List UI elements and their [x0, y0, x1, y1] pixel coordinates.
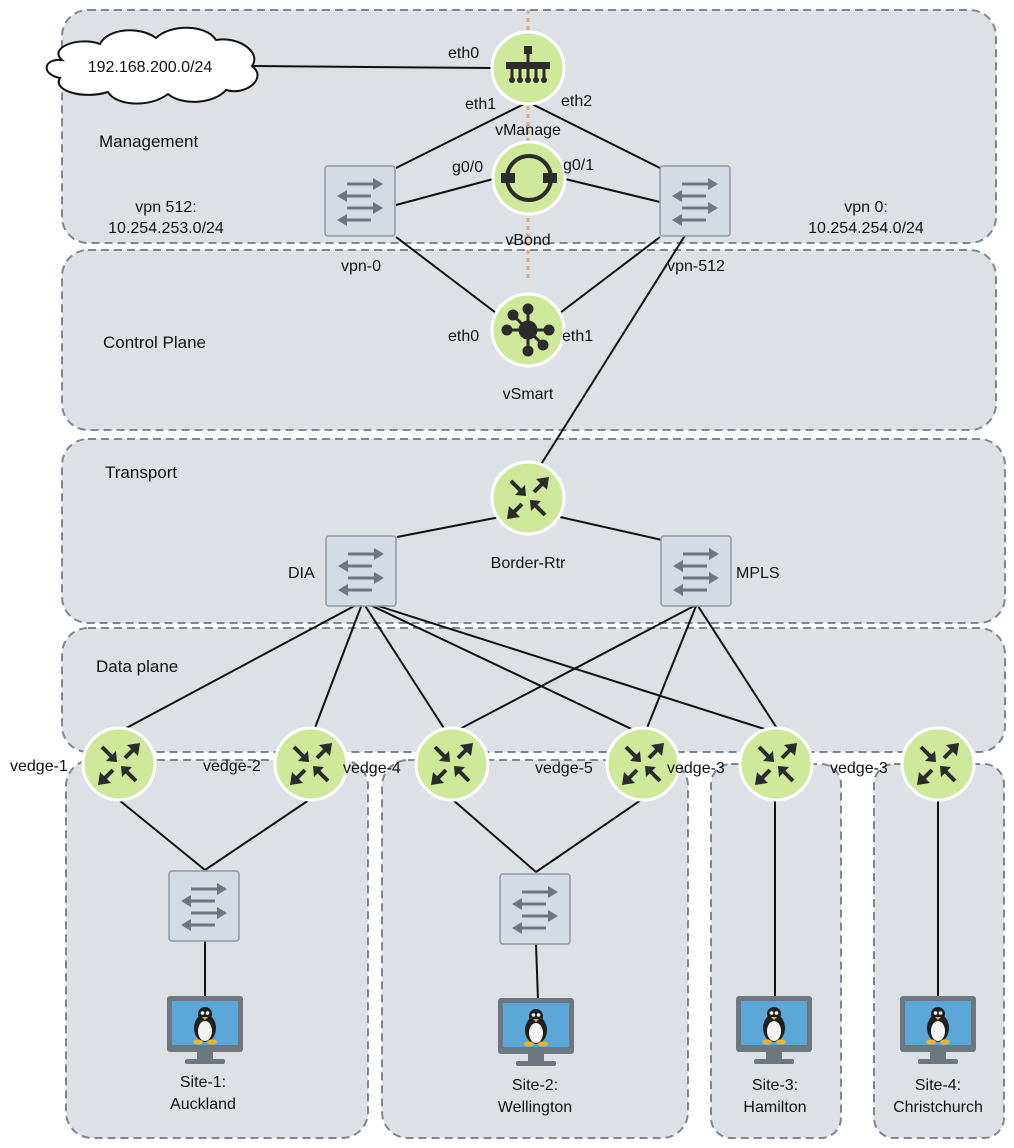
vpn0-note-line1: vpn 0:: [844, 199, 888, 216]
dia-switch[interactable]: [324, 534, 398, 608]
vsmart-eth1-label: eth1: [562, 328, 593, 345]
management-label: Management: [99, 132, 199, 151]
network-hub-icon: [506, 46, 550, 83]
site-3-name: Site-3:: [752, 1077, 798, 1094]
site-2-zone: [381, 759, 689, 1139]
vedge-4-router[interactable]: [414, 726, 490, 802]
vbond-g01-label: g0/1: [563, 157, 594, 174]
vedge-2-label: vedge-2: [203, 758, 261, 775]
mpls-label: MPLS: [736, 565, 780, 582]
switch-icon: [658, 164, 732, 238]
vedge-1-label: vedge-1: [10, 758, 68, 775]
site-1-zone: [65, 759, 369, 1139]
vedge-2-router[interactable]: [273, 726, 349, 802]
vedge-1-router[interactable]: [81, 726, 157, 802]
site-1-switch[interactable]: [167, 869, 241, 943]
router-icon: [490, 460, 566, 536]
site-4-city: Christchurch: [893, 1099, 983, 1116]
vedge-3-router[interactable]: [738, 726, 814, 802]
orchestrator-icon: [501, 154, 557, 202]
vbond-g00-label: g0/0: [452, 159, 483, 176]
vpn-0-switch[interactable]: [323, 164, 397, 238]
vbond-label: vBond: [505, 232, 550, 249]
site-1-name: Site-1:: [180, 1074, 226, 1091]
cloud-192-168-200: 192.168.200.0/24: [45, 26, 259, 105]
transport-label: Transport: [105, 463, 177, 482]
router-icon: [273, 726, 349, 802]
vmanage-eth1-label: eth1: [465, 96, 496, 113]
vpn-512-label: vpn-512: [667, 258, 725, 275]
vpn-512-switch[interactable]: [658, 164, 732, 238]
vbond-device[interactable]: [491, 140, 567, 216]
vsmart-label: vSmart: [503, 386, 554, 403]
site-4-name: Site-4:: [915, 1077, 961, 1094]
vedge-3-site4-router[interactable]: [900, 726, 976, 802]
vmanage-eth2-label: eth2: [561, 93, 592, 110]
site-2-switch[interactable]: [498, 872, 572, 946]
border-rtr-label: Border-Rtr: [491, 555, 566, 572]
control-plane-label: Control Plane: [103, 333, 206, 352]
vsmart-device[interactable]: [490, 292, 566, 368]
router-icon: [738, 726, 814, 802]
vedge-4-label: vedge-4: [343, 760, 401, 777]
vpn-0-label: vpn-0: [341, 258, 381, 275]
vmanage-device[interactable]: [490, 30, 566, 106]
mpls-switch[interactable]: [659, 534, 733, 608]
links: [116, 65, 939, 1001]
switch-icon: [324, 534, 398, 608]
cloud-label: 192.168.200.0/24: [88, 59, 213, 76]
vedge-5-label: vedge-5: [535, 760, 593, 777]
vedge-3-label: vedge-3: [667, 760, 725, 777]
dia-label: DIA: [288, 565, 315, 582]
site-1-city: Auckland: [170, 1096, 236, 1113]
data-plane-label: Data plane: [96, 657, 178, 676]
vsmart-eth0-label: eth0: [448, 328, 479, 345]
router-icon: [414, 726, 490, 802]
vmanage-label: vManage: [495, 122, 561, 139]
management-zone: [61, 9, 997, 244]
switch-icon: [659, 534, 733, 608]
vpn512-note-line1: vpn 512:: [135, 199, 196, 216]
site-2-city: Wellington: [498, 1099, 572, 1116]
switch-icon: [323, 164, 397, 238]
vedge-3-site4-label: vedge-3: [830, 760, 888, 777]
switch-icon: [167, 869, 241, 943]
router-icon: [900, 726, 976, 802]
site-2-name: Site-2:: [512, 1077, 558, 1094]
vpn0-note-line2: 10.254.254.0/24: [808, 220, 924, 237]
site-3-city: Hamilton: [743, 1099, 806, 1116]
vmanage-eth0-label: eth0: [448, 45, 479, 62]
vpn512-note-line2: 10.254.253.0/24: [108, 220, 224, 237]
border-router[interactable]: [490, 460, 566, 536]
router-icon: [81, 726, 157, 802]
switch-icon: [498, 872, 572, 946]
hub-spoke-icon: [501, 303, 555, 357]
